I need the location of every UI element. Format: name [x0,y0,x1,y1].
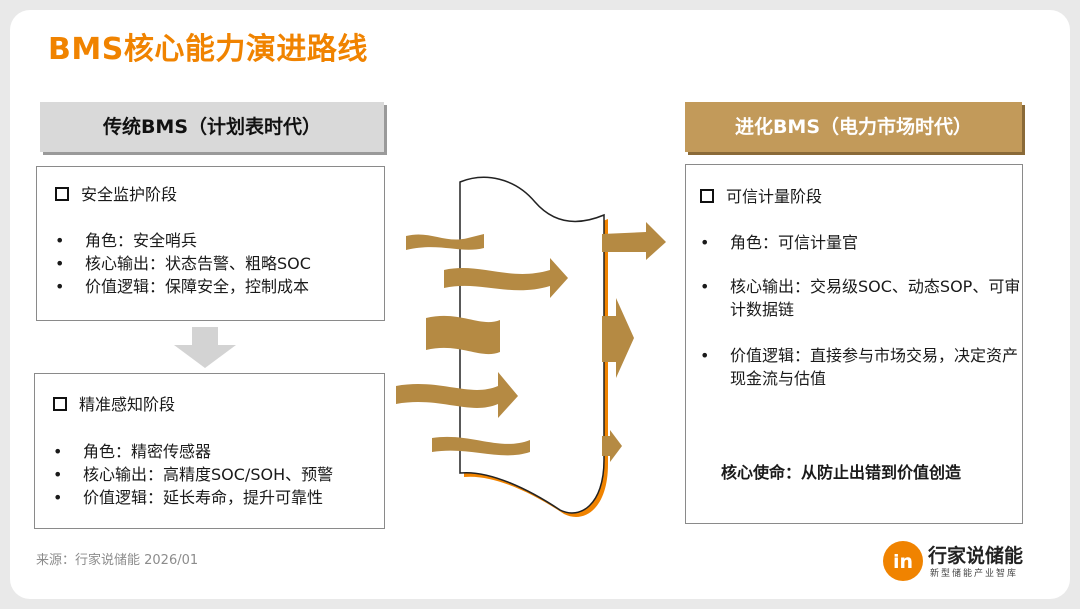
core-mission-text: 核心使命：从防止出错到价值创造 [721,463,962,482]
down-arrow-icon [174,327,236,368]
flow-arrow-shape [602,430,622,462]
flow-arrow-shape [432,436,530,456]
brand-tagline: 新型储能产业智库 [930,569,1019,579]
checkbox-square-icon [700,189,714,203]
flow-arrow-shape [426,315,500,355]
flow-arrow-shape [444,258,568,298]
brand-logo-icon: in [883,541,923,581]
stage-title: 精准感知阶段 [53,393,175,416]
source-note: 来源：行家说储能 2026/01 [36,553,199,568]
stage-title: 可信计量阶段 [700,185,822,208]
flow-arrow-shape [602,298,634,378]
evolved-bms-header: 进化BMS（电力市场时代） [685,102,1022,152]
stage-trusted-metering-box: 可信计量阶段 •角色：可信计量官 •核心输出：交易级SOC、动态SOP、可审计数… [685,164,1023,524]
stage-title: 安全监护阶段 [55,183,177,206]
traditional-bms-header: 传统BMS（计划表时代） [40,102,384,152]
flow-arrow-shape [406,234,484,250]
checkbox-square-icon [53,397,67,411]
tube-body-shape [459,176,605,514]
flow-arrow-shape [396,372,518,418]
transformation-flow-graphic [396,176,666,517]
stage-precise-sensing-box: 精准感知阶段 •角色：精密传感器 •核心输出：高精度SOC/SOH、预警 •价值… [34,373,385,529]
stage-safety-monitoring-box: 安全监护阶段 •角色：安全哨兵 •核心输出：状态告警、粗略SOC •价值逻辑：保… [36,166,385,321]
flow-arrow-shape [602,222,666,260]
svg-text:in: in [893,551,913,573]
page-title: BMS核心能力演进路线 [48,32,368,67]
checkbox-square-icon [55,187,69,201]
brand-name: 行家说储能 [928,545,1024,567]
